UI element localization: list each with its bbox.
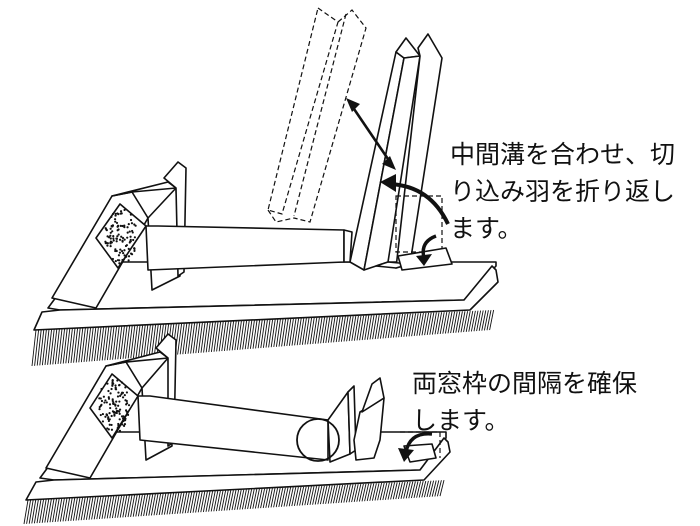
step2-caption-line: 両窓枠の間隔を確保 [412,369,638,398]
step2-caption: 両窓枠の間隔を確保 します。 [412,365,637,439]
step2-base-front [25,437,451,501]
curved-arrow-icon [416,234,437,266]
step1-caption-line: ます。 [450,214,523,243]
step2-brush [23,479,445,525]
step1-ghost-panel [267,7,367,223]
step2-web [137,395,329,461]
step1-web [145,225,345,271]
step1-caption: 中間溝を合わせ、切 り込み羽を折り返し ます。 [450,136,675,247]
curved-arrow-icon [380,174,450,225]
step2-upright-panels [327,377,385,463]
step1-upright-channel [343,33,443,271]
curved-arrow-icon [398,432,433,462]
step1-brush [31,309,495,367]
double-arrow-icon [346,98,396,170]
step2-figure [23,333,451,525]
highlight-circle-icon [296,418,340,462]
step1-figure [31,7,499,367]
step1-caption-line: り込み羽を折り返し [450,177,676,206]
step1-base-front [33,265,499,331]
step2-caption-line: します。 [412,406,510,435]
step1-caption-line: 中間溝を合わせ、切 [450,140,676,169]
